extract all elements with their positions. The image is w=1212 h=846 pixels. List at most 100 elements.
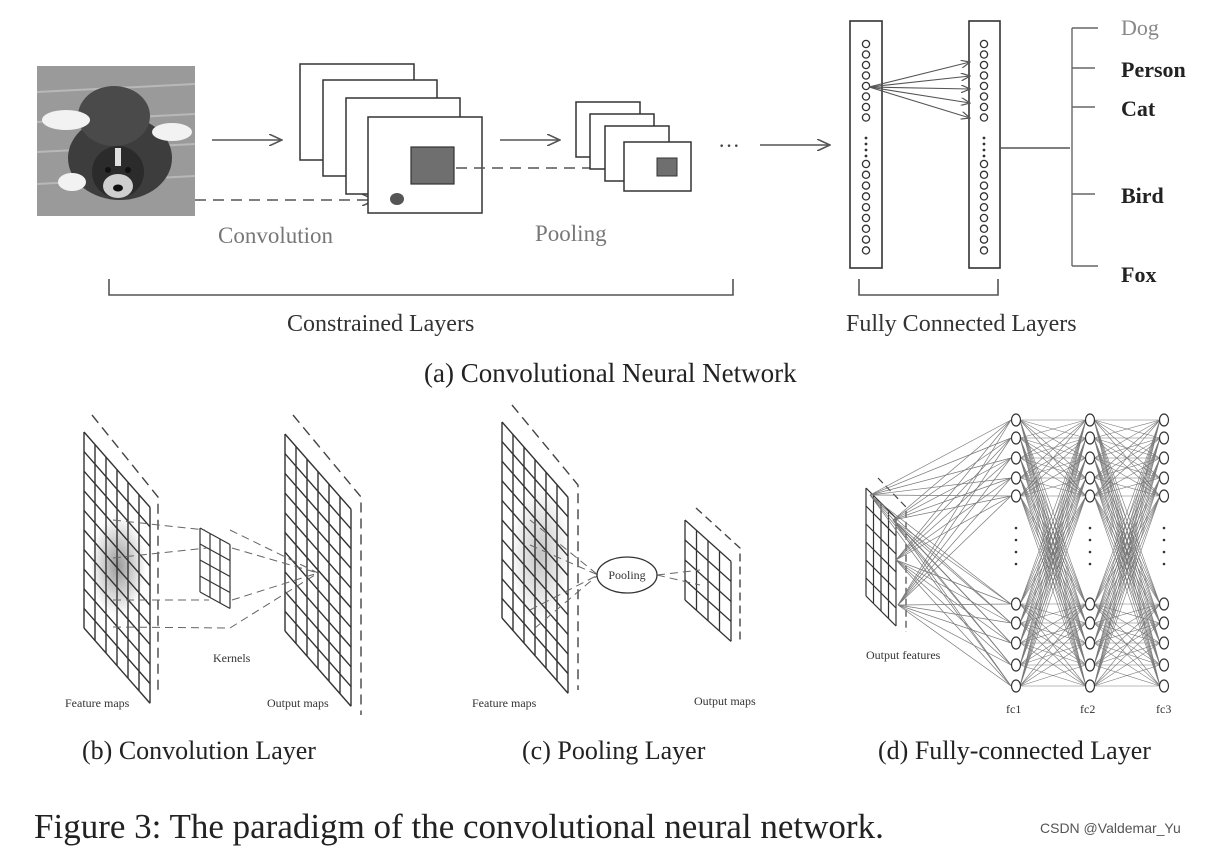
class-label-person: Person — [1121, 57, 1186, 82]
neuron — [979, 192, 989, 201]
conv-feature-patch — [410, 146, 455, 185]
label-fc3: fc3 — [1156, 702, 1171, 716]
neuron — [861, 202, 871, 212]
fc-neuron — [1158, 679, 1170, 693]
grid-line — [199, 575, 231, 594]
neuron — [979, 81, 989, 91]
fc-ellipsis-dot — [1088, 550, 1092, 554]
pooling-feature-grid — [501, 421, 569, 694]
fc-ellipsis-dot — [1088, 538, 1092, 542]
connection-line — [1093, 437, 1161, 459]
neuron-ellipsis-dot — [864, 154, 868, 158]
output-map-back-plane — [292, 414, 362, 715]
projection-line — [534, 574, 599, 629]
fc-neuron — [1158, 413, 1170, 427]
grid-line — [501, 558, 569, 635]
feature-map-back-plane — [91, 414, 159, 690]
projection-line — [229, 572, 319, 629]
panel-c: Pooling Feature maps Output maps (c) Poo… — [472, 404, 756, 765]
grid-line — [199, 527, 231, 546]
connection-line — [1019, 419, 1087, 624]
connection-line — [1093, 495, 1161, 644]
connection-line — [1019, 419, 1087, 439]
connection-line — [1093, 603, 1161, 687]
connection-line — [897, 604, 1012, 624]
fc-neuron — [1010, 451, 1022, 465]
neuron — [979, 60, 989, 70]
grid-line — [284, 591, 352, 668]
grid-line — [501, 617, 569, 694]
class-label-dog: Dog — [1121, 15, 1159, 40]
caption-b: (b) Convolution Layer — [82, 736, 316, 765]
output-map-back-plane-c — [695, 507, 741, 640]
neuron — [979, 213, 989, 223]
caption-d: (d) Fully-connected Layer — [878, 736, 1151, 765]
neuron — [979, 235, 989, 244]
projection-line — [112, 519, 206, 531]
connection-line — [1093, 622, 1161, 687]
grid-line — [83, 607, 151, 685]
connection-arrow — [868, 62, 970, 88]
fc-neuron — [1084, 616, 1096, 630]
neuron — [861, 181, 871, 190]
connection-line — [895, 437, 1012, 561]
fc-neuron — [1084, 413, 1096, 427]
grid-line — [83, 588, 151, 665]
connection-line — [1019, 495, 1087, 624]
connection-line — [1019, 419, 1087, 605]
fc-neuron — [1084, 431, 1096, 445]
fc-neuron — [1084, 471, 1096, 485]
label-pooling: Pooling — [535, 221, 607, 246]
projection-line — [229, 529, 319, 574]
fc-neuron — [1010, 616, 1022, 630]
projection-line — [112, 547, 208, 559]
label-output-maps-b: Output maps — [267, 696, 329, 710]
connection-line — [1019, 495, 1087, 644]
fc-neurons — [1010, 413, 1170, 693]
connection-line — [1093, 437, 1161, 666]
fc-neuron — [1158, 431, 1170, 445]
fc-neuron — [1010, 413, 1022, 427]
neuron — [861, 71, 871, 80]
fc-neuron — [1010, 431, 1022, 445]
fc-neuron — [1158, 636, 1170, 650]
grid-line — [284, 492, 352, 569]
fc-neuron — [1158, 451, 1170, 465]
fc-ellipsis-dot — [1162, 526, 1166, 530]
label-convolution: Convolution — [218, 223, 334, 248]
connection-line — [1093, 622, 1161, 644]
neuron — [979, 170, 989, 180]
neuron — [861, 60, 871, 70]
connection-line — [869, 437, 1012, 496]
connection-line — [1093, 642, 1161, 687]
fc-ellipsis-dot — [1088, 526, 1092, 530]
connection-line — [895, 419, 1012, 561]
connection-line — [1019, 642, 1087, 687]
grid-line — [501, 499, 569, 577]
feature-map-grid — [83, 431, 151, 704]
caption-a: (a) Convolutional Neural Network — [424, 358, 797, 388]
caption-c: (c) Pooling Layer — [522, 736, 706, 765]
fc-neuron — [1084, 636, 1096, 650]
connection-line — [869, 494, 1012, 687]
puppy-photo — [36, 66, 196, 216]
connection-line — [1019, 664, 1087, 687]
grid-line — [83, 490, 151, 567]
neuron — [861, 246, 871, 255]
neuron — [979, 71, 989, 80]
grid-line — [83, 451, 151, 528]
neuron-ellipsis-dot — [864, 142, 868, 146]
connection-arrow — [868, 86, 970, 103]
connection-line — [1093, 477, 1161, 644]
fc-ellipsis-dot — [1014, 526, 1018, 530]
grid-line — [684, 519, 732, 562]
connection-line — [1019, 495, 1087, 666]
grid-line — [199, 543, 231, 562]
grid-line — [501, 421, 569, 498]
neuron — [979, 39, 989, 49]
grid-line — [284, 433, 352, 510]
connection-line — [897, 603, 1012, 606]
connection-line — [1019, 437, 1087, 497]
fc-neuron — [1084, 451, 1096, 465]
fc-neuron — [1084, 489, 1096, 503]
